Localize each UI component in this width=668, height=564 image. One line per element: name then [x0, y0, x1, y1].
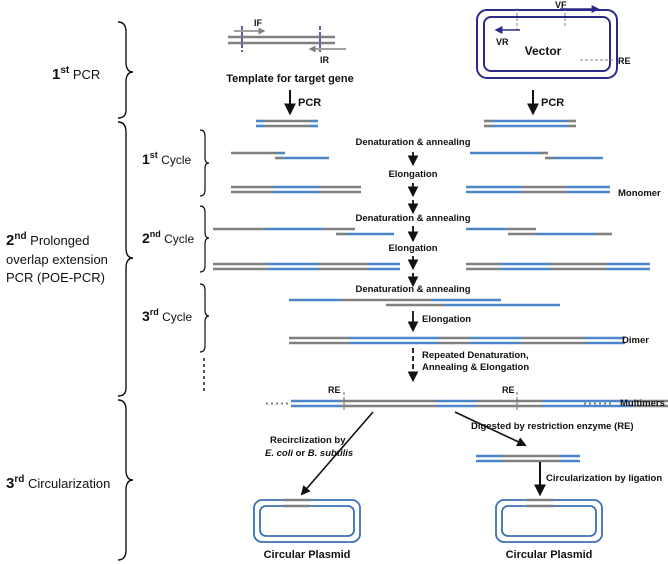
brace-cycle-3	[199, 283, 210, 353]
template-gene	[228, 26, 346, 53]
dna-strands	[213, 119, 668, 463]
brace-circularization	[117, 399, 134, 561]
vector-plasmid	[476, 5, 618, 79]
re-marker-right: RE	[502, 385, 515, 395]
brace-first-pcr	[117, 21, 134, 119]
product-dimer: Dimer	[622, 335, 649, 346]
brace-poe-pcr	[117, 121, 134, 397]
section-poe-line2: overlap extension	[6, 252, 108, 267]
step-recirc-1: Recirclization by	[270, 435, 346, 446]
step-denat-2: Denaturation & annealing	[355, 213, 470, 224]
section-circularization: 3rd Circularization	[6, 474, 110, 492]
product-multimers: Multimers	[620, 398, 665, 409]
vector-re-site: RE	[618, 56, 631, 66]
primer-ir: IR	[320, 55, 330, 65]
plasmid-caption-right: Circular Plasmid	[506, 549, 593, 561]
cycle-3-label: 3rd Cycle	[142, 307, 192, 324]
re-marker-left: RE	[328, 385, 341, 395]
plasmid-caption-left: Circular Plasmid	[264, 549, 351, 561]
primer-vr: VR	[496, 37, 509, 47]
primer-if: IF	[254, 18, 263, 28]
step-repeated-2: Annealing & Elongation	[422, 362, 529, 373]
step-digest: Digested by restriction enzyme (RE)	[471, 421, 634, 432]
section-first-pcr: 1st PCR	[52, 65, 100, 83]
step-recirc-2: E. coli or B. subtilis	[265, 448, 353, 459]
vector-name: Vector	[525, 44, 562, 58]
brace-cycle-1	[199, 129, 210, 197]
template-caption: Template for target gene	[226, 73, 354, 85]
product-monomer: Monomer	[618, 188, 661, 199]
step-pcr-vector: PCR	[541, 97, 564, 109]
step-elong-1: Elongation	[388, 169, 437, 180]
step-elong-2: Elongation	[388, 243, 437, 254]
circular-plasmid-left	[253, 498, 361, 543]
cycle-2-label: 2nd Cycle	[142, 229, 194, 246]
step-elong-3: Elongation	[422, 314, 471, 325]
section-poe-line3: PCR (POE-PCR)	[6, 270, 105, 285]
primer-vf: VF	[555, 0, 567, 10]
section-poe-pcr: 2nd Prolonged	[6, 231, 89, 249]
step-ligate: Circularization by ligation	[546, 473, 662, 484]
brace-cycle-2	[199, 205, 210, 273]
circular-plasmid-right	[495, 498, 603, 543]
step-denat-1: Denaturation & annealing	[355, 137, 470, 148]
step-denat-3: Denaturation & annealing	[355, 284, 470, 295]
step-repeated-1: Repeated Denaturation,	[422, 350, 529, 361]
cycle-1-label: 1st Cycle	[142, 150, 191, 167]
step-pcr-gene: PCR	[298, 97, 321, 109]
